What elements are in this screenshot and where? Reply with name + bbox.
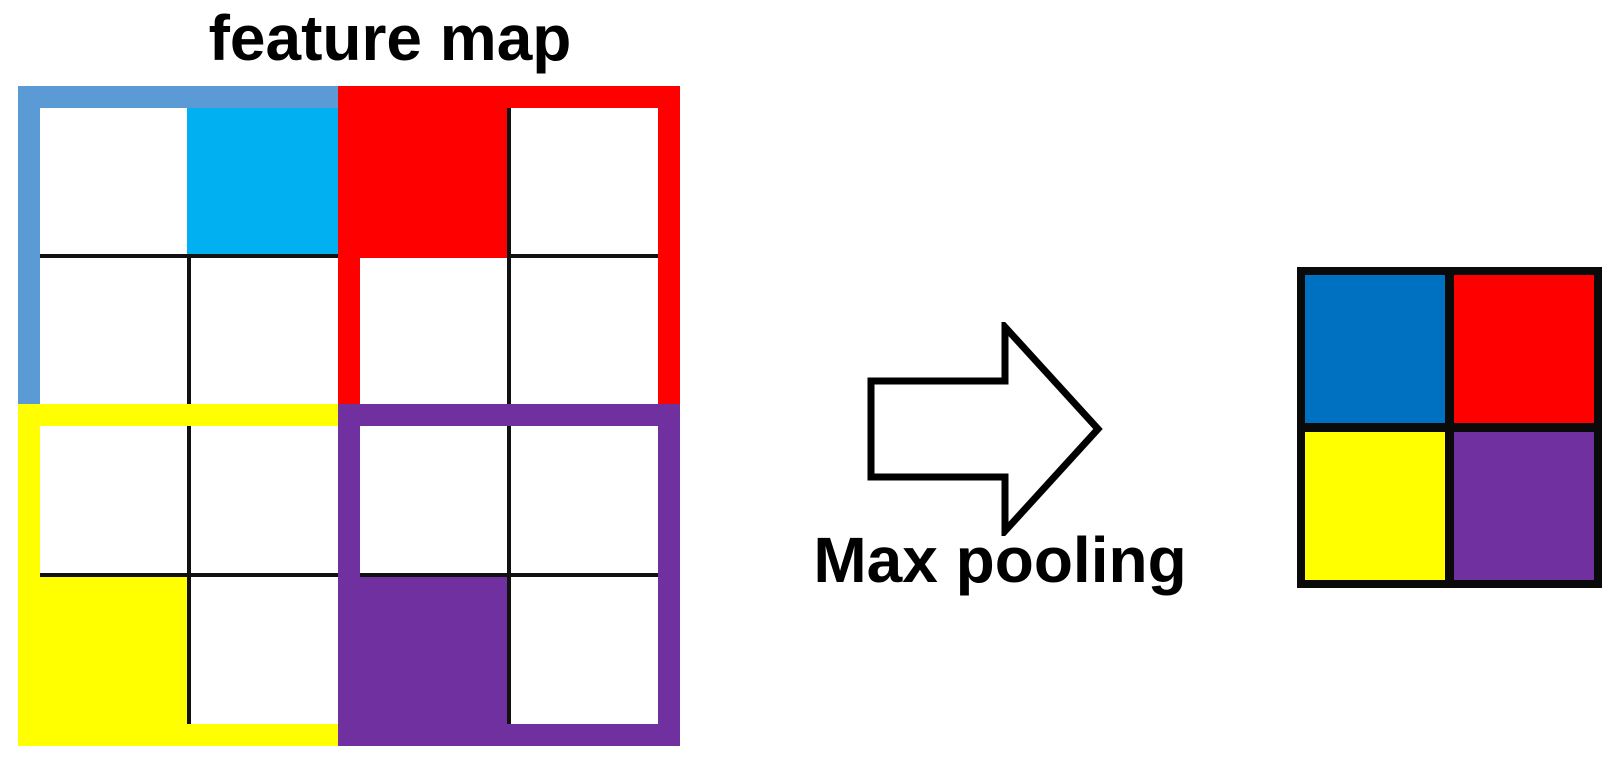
pooled-cell-top-left: [1305, 275, 1445, 423]
pooled-cell-bottom-right: [1454, 432, 1594, 580]
grid-line: [187, 254, 191, 404]
pooled-cell-top-right: [1454, 275, 1594, 423]
max-cell-top-left: [187, 108, 338, 254]
max-cell-bottom-left: [18, 577, 187, 746]
max-pooling-label: Max pooling: [813, 524, 1187, 596]
grid-line: [507, 108, 511, 404]
max-pooling-arrow-icon: [867, 322, 1103, 536]
max-cell-bottom-right: [338, 577, 507, 746]
arrow-shape: [867, 322, 1103, 536]
pooled-output-grid: [1297, 267, 1602, 588]
grid-line: [507, 426, 511, 724]
max-cell-top-right: [338, 86, 507, 258]
grid-line: [187, 426, 191, 724]
feature-map-title: feature map: [208, 2, 572, 74]
pooled-cell-bottom-left: [1305, 432, 1445, 580]
